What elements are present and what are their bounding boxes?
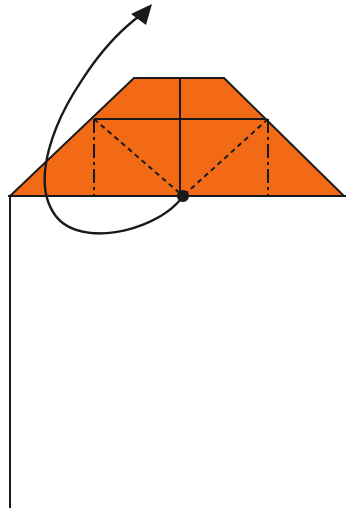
paper-trapezoid	[10, 78, 344, 196]
pivot-dot-icon	[177, 190, 189, 202]
arrowhead-icon	[131, 4, 152, 25]
